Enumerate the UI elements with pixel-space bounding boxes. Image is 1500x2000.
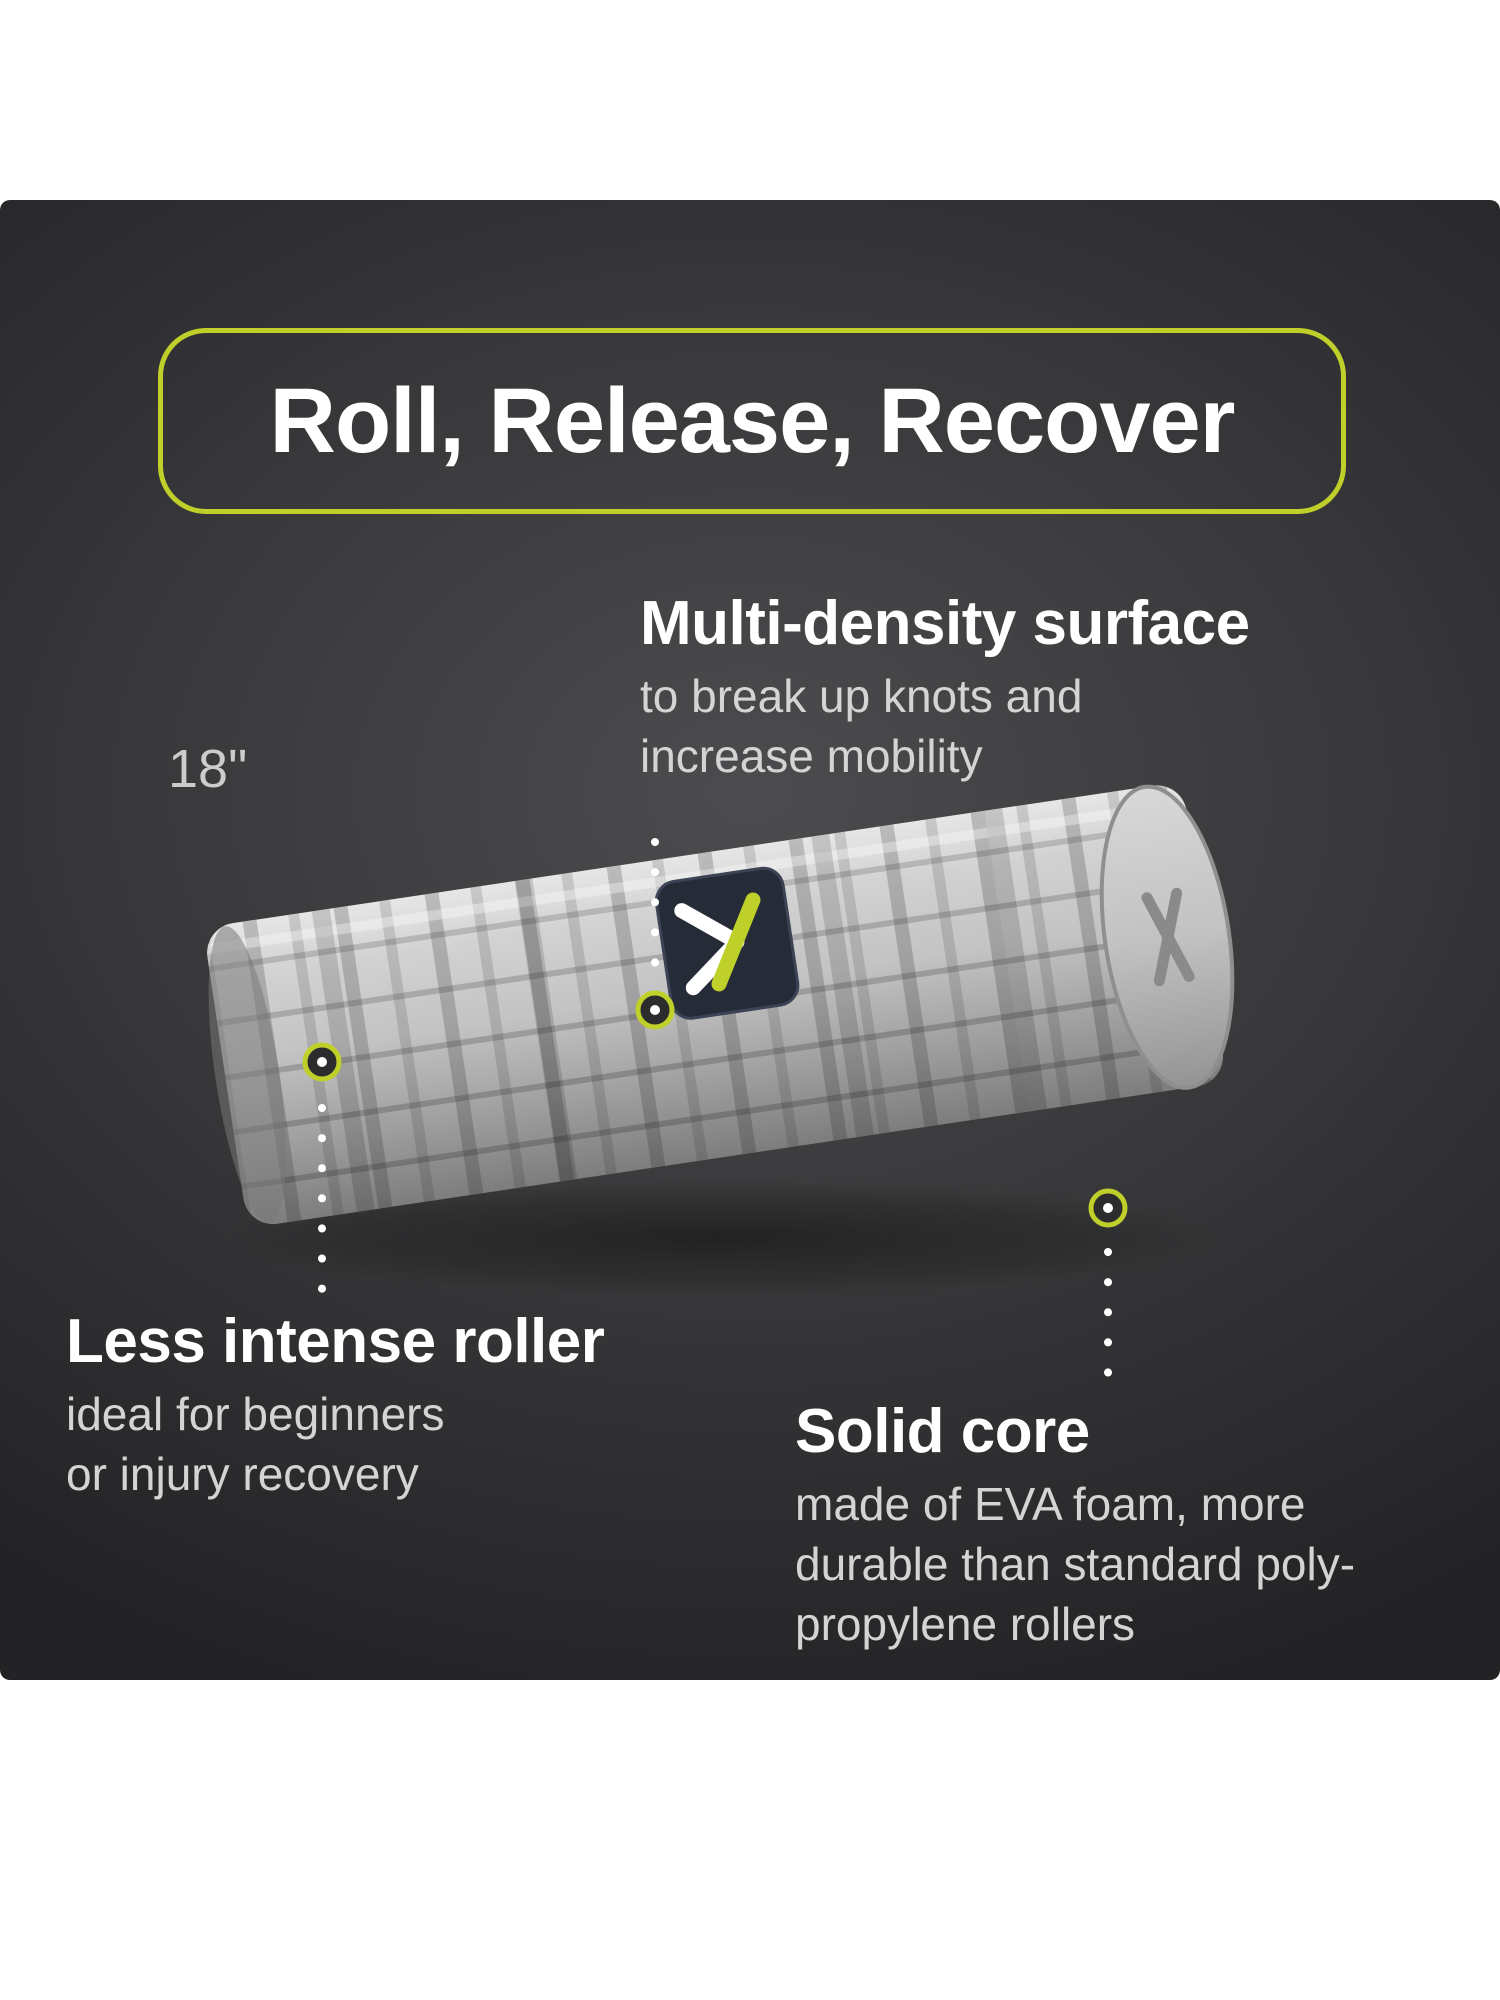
title-box: Roll, Release, Recover [158, 328, 1346, 514]
callout-line: made of EVA foam, more [795, 1478, 1306, 1530]
size-label: 18" [168, 739, 248, 799]
roller-left-end [208, 926, 286, 1224]
marker-solid-core [1088, 1188, 1128, 1228]
brand-logo-patch [654, 866, 800, 1020]
callout-less-intense: Less intense roller ideal for beginners … [66, 1306, 605, 1505]
callout-line: increase mobility [640, 729, 983, 782]
callout-multi-density: Multi-density surface to break up knots … [640, 588, 1250, 787]
callout-line: ideal for beginners [66, 1388, 445, 1440]
callout-solid-core: Solid core made of EVA foam, more durabl… [795, 1396, 1355, 1654]
roller [203, 781, 1235, 1229]
end-cap-logo-icon [1141, 887, 1195, 987]
headline: Roll, Release, Recover [269, 369, 1236, 472]
callout-line: to break up knots and [640, 670, 1083, 722]
callout-line: durable than standard poly- [795, 1537, 1356, 1590]
callout-body: to break up knots and increase mobility [640, 667, 1250, 787]
callout-body: made of EVA foam, more durable than stan… [795, 1475, 1355, 1654]
callout-heading: Multi-density surface [640, 589, 1250, 658]
leader-lines [318, 838, 1112, 1394]
callout-line: or injury recovery [66, 1447, 419, 1500]
callout-body: ideal for beginners or injury recovery [66, 1385, 604, 1505]
callout-line: propylene rollers [795, 1597, 1136, 1650]
callout-markers [302, 990, 1128, 1228]
callout-heading: Solid core [795, 1397, 1090, 1466]
callout-heading: Less intense roller [66, 1307, 605, 1376]
marker-multi-density [635, 990, 675, 1030]
roller-shadow [220, 1180, 1220, 1296]
logo-slash-icon [711, 892, 761, 992]
marker-less-intense [302, 1042, 342, 1082]
